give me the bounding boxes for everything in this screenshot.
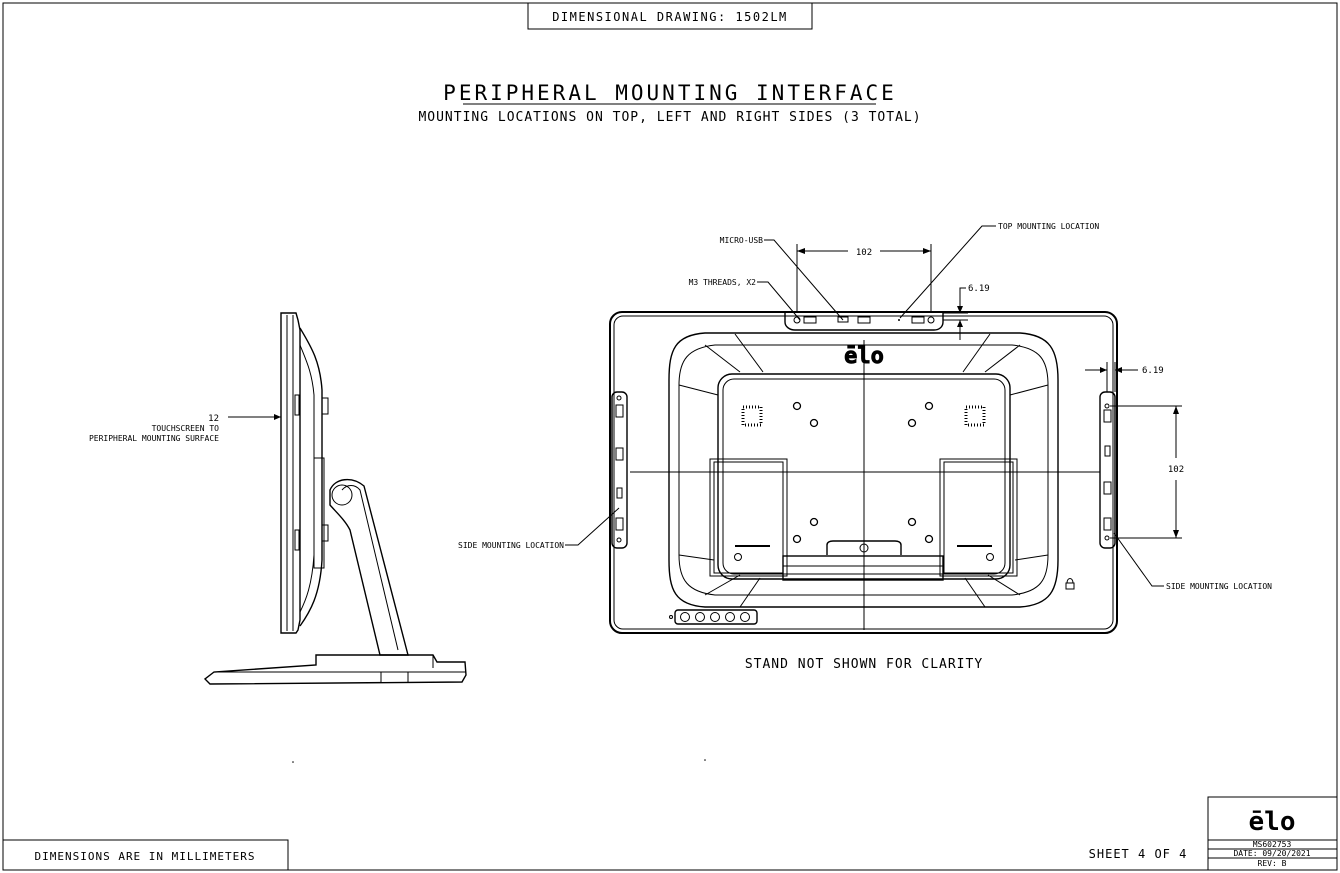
side-mount-right-label: SIDE MOUNTING LOCATION [1166, 582, 1272, 591]
right-dim-102: 102 [1168, 465, 1184, 475]
right-offset-value: 6.19 [1142, 366, 1164, 376]
doc-date: DATE: 09/20/2021 [1233, 849, 1310, 858]
sheet-number: SHEET 4 OF 4 [1089, 847, 1188, 861]
page-heading: PERIPHERAL MOUNTING INTERFACE [443, 81, 897, 105]
rear-view: ēlo 102 MI [458, 222, 1272, 761]
title-block: DIMENSIONAL DRAWING: 1502LM [527, 3, 813, 30]
side-dim-line1: TOUCHSCREEN TO [152, 424, 220, 433]
doc-revision: REV: B [1258, 859, 1287, 868]
side-mount-left-label: SIDE MOUNTING LOCATION [458, 541, 564, 550]
rear-logo: ēlo [844, 344, 884, 369]
side-dim-line2: PERIPHERAL MOUNTING SURFACE [89, 434, 219, 443]
rear-caption: STAND NOT SHOWN FOR CLARITY [745, 657, 983, 672]
micro-usb-label: MICRO-USB [720, 236, 764, 245]
drawing-title: DIMENSIONAL DRAWING: 1502LM [552, 10, 788, 24]
top-offset-value: 6.19 [968, 284, 990, 294]
side-view: 12 TOUCHSCREEN TO PERIPHERAL MOUNTING SU… [89, 312, 467, 763]
units-note: DIMENSIONS ARE IN MILLIMETERS [34, 850, 255, 863]
m3-threads-label: M3 THREADS, X2 [689, 278, 757, 287]
side-dim-value: 12 [208, 414, 219, 424]
doc-number: MS602753 [1253, 840, 1292, 849]
footer: DIMENSIONS ARE IN MILLIMETERS SHEET 4 OF… [3, 796, 1338, 871]
top-mount-label: TOP MOUNTING LOCATION [998, 222, 1099, 231]
page-subheading: MOUNTING LOCATIONS ON TOP, LEFT AND RIGH… [418, 110, 921, 125]
top-dim-102: 102 [856, 248, 872, 258]
footer-logo: ēlo [1249, 807, 1296, 837]
